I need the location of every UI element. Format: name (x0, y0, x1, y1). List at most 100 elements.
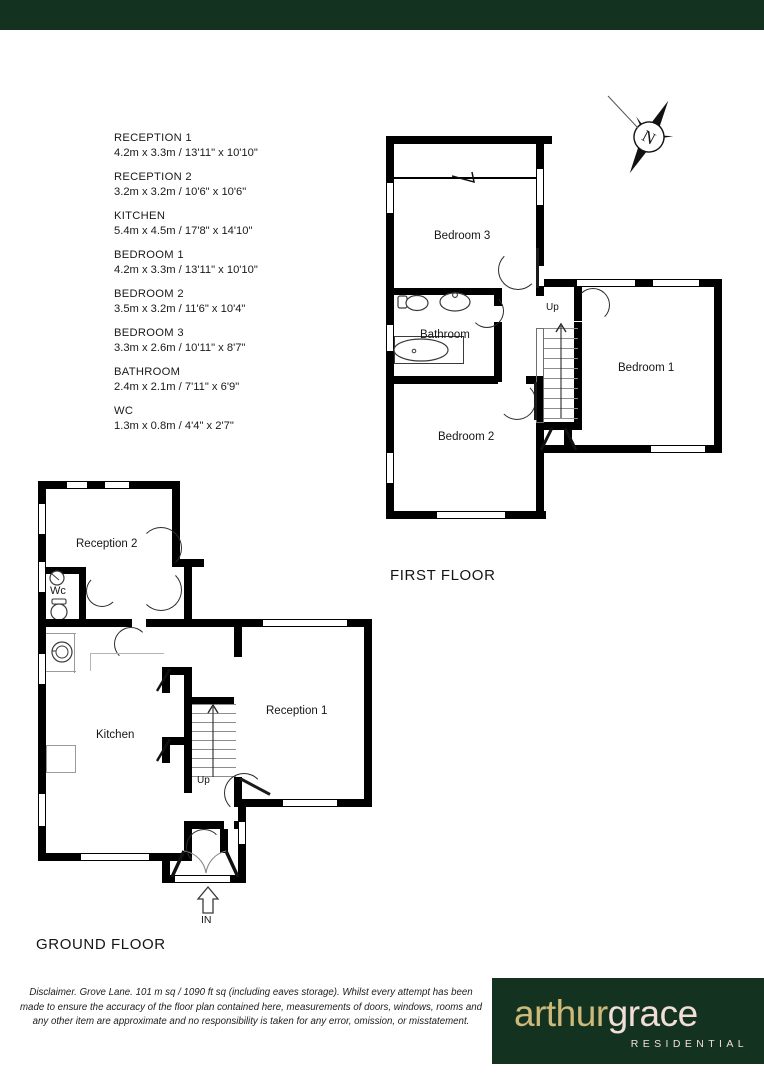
schedule-room-dims: 3.2m x 3.2m / 10'6" x 10'6" (114, 186, 247, 198)
wall-exterior (162, 875, 176, 883)
schedule-room-dims: 3.3m x 2.6m / 10'11" x 8'7" (114, 342, 246, 354)
hall-outline (90, 653, 92, 671)
wall-exterior (536, 206, 544, 246)
window (104, 481, 130, 489)
hall-outline (90, 653, 164, 655)
wall-interior (494, 288, 502, 306)
wall-interior (394, 288, 472, 295)
schedule-row: KITCHEN 5.4m x 4.5m / 17'8" x 14'10" (114, 209, 354, 239)
schedule-room-name: BEDROOM 3 (114, 327, 184, 339)
first-floor-title: FIRST FLOOR (390, 567, 496, 584)
schedule-row: BEDROOM 1 4.2m x 3.3m / 13'11" x 10'10" (114, 248, 354, 278)
door-arc (186, 829, 222, 865)
wall-interior (536, 422, 582, 430)
logo-subtitle: RESIDENTIAL (630, 1038, 748, 1050)
wall-exterior (506, 511, 546, 519)
window (386, 452, 394, 484)
schedule-row: RECEPTION 2 3.2m x 3.2m / 10'6" x 10'6" (114, 170, 354, 200)
cupboard-door-icon (155, 668, 172, 692)
window (536, 168, 544, 206)
wall-exterior (622, 445, 650, 453)
wall-interior (184, 667, 192, 701)
schedule-room-dims: 1.3m x 0.8m / 4'4" x 2'7" (114, 420, 234, 432)
wall-exterior (364, 619, 372, 807)
disclaimer-text: Disclaimer. Grove Lane. 101 m sq / 1090 … (19, 987, 483, 1027)
wall-exterior (706, 445, 722, 453)
door-arc (86, 575, 118, 607)
wall-interior (234, 627, 242, 657)
door-arc (140, 569, 182, 611)
compass-rose: N (604, 92, 694, 182)
logo-wordmark: arthurgrace (514, 994, 698, 1034)
wall-exterior (38, 593, 46, 619)
storage-hatch-icon (452, 171, 475, 184)
room-schedule: RECEPTION 1 4.2m x 3.3m / 13'11" x 10'10… (114, 131, 354, 443)
schedule-room-name: WC (114, 405, 134, 417)
wall-interior (536, 422, 544, 452)
wall-exterior (536, 136, 544, 168)
wall-exterior (38, 827, 46, 861)
kitchen-unit-line (46, 671, 76, 673)
wall-exterior (38, 853, 80, 861)
wall-interior (238, 807, 246, 829)
wall-interior (526, 376, 544, 384)
wc-fixtures-icon (49, 570, 68, 619)
cupboard-doors-icon (539, 427, 578, 451)
wall-interior (536, 246, 544, 266)
wall-interior (79, 567, 86, 623)
window (576, 279, 636, 287)
schedule-room-dims: 3.5m x 3.2m / 11'6" x 10'4" (114, 303, 246, 315)
wall-interior (162, 737, 170, 763)
wall-exterior (38, 481, 46, 503)
schedule-row: BEDROOM 3 3.3m x 2.6m / 10'11" x 8'7" (114, 326, 354, 356)
room-label-bedroom1: Bedroom 1 (618, 362, 675, 374)
stair-up-label: Up (546, 302, 559, 313)
wall-exterior (88, 481, 104, 489)
schedule-room-name: KITCHEN (114, 210, 166, 222)
schedule-row: BEDROOM 2 3.5m x 3.2m / 11'6" x 10'4" (114, 287, 354, 317)
room-label-bedroom3: Bedroom 3 (434, 230, 491, 242)
schedule-room-name: BEDROOM 1 (114, 249, 184, 261)
schedule-row: WC 1.3m x 0.8m / 4'4" x 2'7" (114, 404, 354, 434)
wall-exterior (38, 627, 46, 653)
eaves-storage-divider (394, 177, 537, 179)
wall-exterior (544, 279, 576, 287)
wall-interior (86, 619, 132, 627)
wall-exterior (386, 511, 436, 519)
logo-word-arthur: arthur (514, 993, 608, 1034)
wall-interior (184, 605, 192, 627)
wall-exterior (38, 685, 46, 793)
window (650, 445, 706, 453)
wall-exterior (636, 279, 652, 287)
door-leaf (534, 382, 537, 420)
first-floor-plan: Up Bedroom 3 Bathr (386, 136, 736, 526)
top-brand-band (0, 0, 764, 30)
wall-interior (184, 559, 192, 611)
wall-interior (574, 322, 582, 422)
wall-interior (162, 667, 192, 675)
window (38, 561, 46, 593)
schedule-room-name: BEDROOM 2 (114, 288, 184, 300)
wall-interior (184, 821, 224, 829)
window (282, 799, 338, 807)
wall-exterior (162, 853, 170, 883)
window (262, 619, 348, 627)
wall-exterior (338, 799, 372, 807)
schedule-row: RECEPTION 1 4.2m x 3.3m / 13'11" x 10'10… (114, 131, 354, 161)
wall-exterior (700, 279, 722, 287)
wall-exterior (270, 799, 292, 807)
window (38, 793, 46, 827)
window (386, 182, 394, 214)
window (80, 853, 150, 861)
agency-logo: arthurgrace RESIDENTIAL (492, 978, 764, 1064)
kitchen-unit-line (46, 633, 76, 635)
wall-exterior (226, 619, 262, 627)
staircase-ground-floor (192, 704, 236, 777)
schedule-room-dims: 2.4m x 2.1m / 7'11" x 6'9" (114, 381, 240, 393)
door-arc (498, 250, 538, 290)
wall-interior (220, 829, 228, 853)
kitchen-unit-line (74, 633, 76, 673)
door-arc (140, 527, 182, 569)
ground-floor-title: GROUND FLOOR (36, 936, 166, 953)
